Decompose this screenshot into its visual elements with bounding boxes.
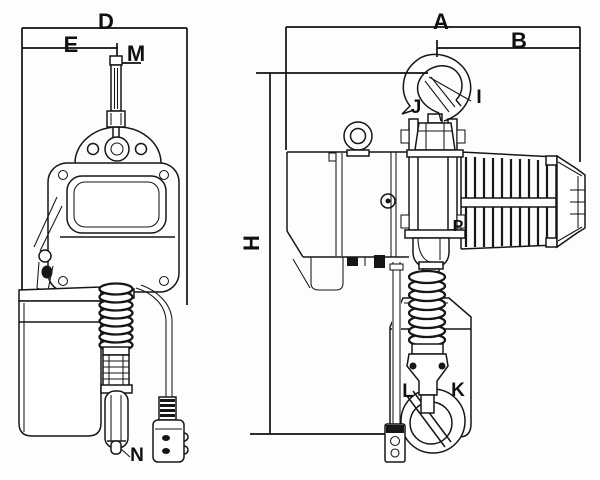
eye-bolt [343,121,373,157]
dim-label-e: E [64,32,79,57]
pendant-control [135,284,189,463]
hoist-body-front [47,162,180,299]
front-view: D E M [18,9,189,466]
hook-latch [424,80,450,113]
dimension-m: M [121,41,145,66]
dimension-e: E [22,32,118,58]
chain-end-bracket [33,196,63,293]
dim-label-j: J [411,97,422,118]
load-chain-spring-front [98,282,134,390]
dim-label-k: K [451,380,465,401]
nameplate-window [66,175,167,234]
bracket-bolt [456,214,466,229]
dim-label-i: I [476,87,481,108]
hook-swivel-block [406,343,449,414]
dim-label-p: P [453,218,464,235]
bottom-hook-front: N [100,384,144,466]
chain-lifter-housing [412,237,450,276]
pendant-button-up [162,435,170,441]
chain-container-front [18,286,102,437]
rubber-buffer [102,354,130,390]
suspension-bracket [400,118,466,239]
dim-label-d: D [98,9,114,34]
suspension-dome [74,126,162,164]
dim-label-b: B [511,28,527,53]
dim-label-m: M [127,41,145,66]
dome-bolt-right [134,142,148,156]
hook-mount [406,113,464,158]
motor-end-cap [545,154,586,249]
pendant-fitting-side [384,423,406,463]
load-chain-spring-side [407,269,447,348]
dim-label-a: A [433,9,449,34]
dim-label-h: H [239,235,264,251]
dimension-d: D [21,9,188,305]
dimension-a: A [285,9,581,162]
limit-rod [389,262,404,424]
dim-label-n: N [130,445,144,466]
dimension-h: H [239,72,428,435]
pendant-button-down [162,448,170,454]
spring-collar [102,346,130,356]
pendant-body [152,419,185,463]
dimension-b: B [436,28,580,57]
suspension-stem [106,55,126,141]
pendant-cable [135,287,167,397]
dim-label-l: L [402,381,414,402]
bottom-hook-latch [406,395,446,448]
top-hook: I J [401,53,482,122]
bracket-bolt [456,129,466,144]
body-plug [380,193,396,209]
leader-i [428,76,472,102]
motor-fins [460,151,557,250]
bracket-bolt [400,214,410,229]
bracket-bolt [400,129,410,144]
dome-bolt-left [86,142,100,156]
side-view: A B H [239,9,586,463]
